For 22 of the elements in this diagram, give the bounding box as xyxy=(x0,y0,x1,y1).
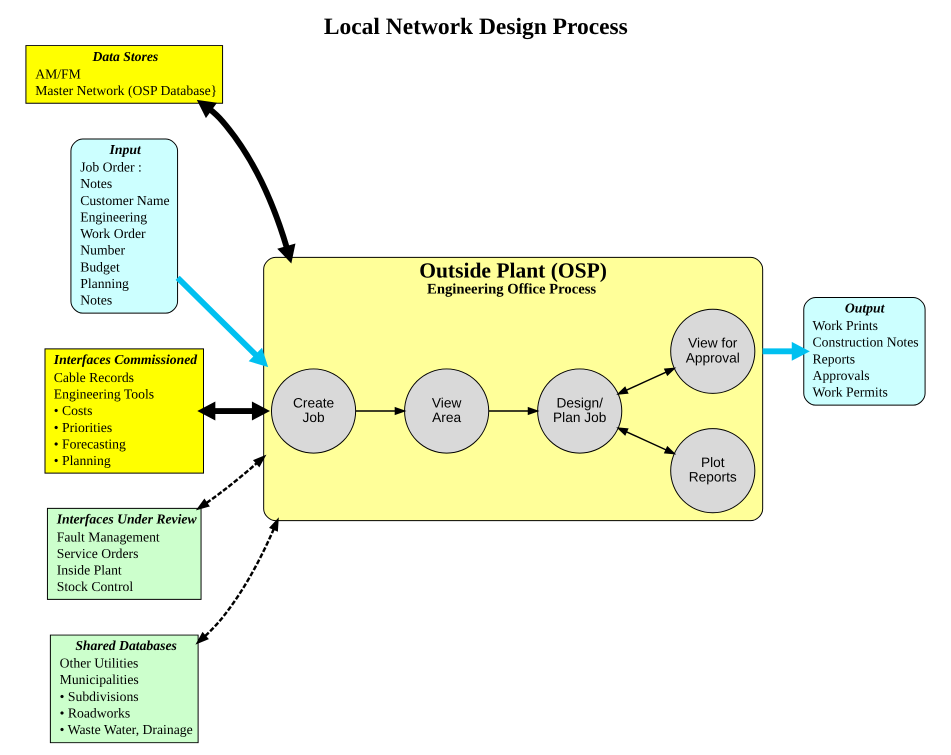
node-circle: View for Approval xyxy=(670,308,756,394)
arrow xyxy=(197,402,270,420)
node-circle: Design/ Plan Job xyxy=(537,368,622,454)
arrow xyxy=(762,342,810,361)
arrow xyxy=(176,276,268,368)
arrow xyxy=(488,406,540,416)
node-circle: Plot Reports xyxy=(670,428,756,514)
node-box: Input Job Order : Notes Customer Name Engineering Work Order Number Budget Planning Notes xyxy=(70,138,178,314)
node-box: Interfaces Commissioned Cable Records Engineering Tools • Costs • Priorities • Forecasting • Planning xyxy=(44,348,204,474)
node-circle: View Area xyxy=(404,368,490,454)
node-box: Data Stores AM/FM Master Network (OSP Database} xyxy=(25,45,224,104)
node-box: Shared Databases Other Utilities Municipalities • Subdivisions • Roadworks • Waste Water, Drainage xyxy=(50,634,199,744)
arrow xyxy=(356,406,406,416)
node-circle: Create Job xyxy=(271,368,356,454)
arrow xyxy=(196,454,266,510)
arrow xyxy=(616,427,676,455)
arrow xyxy=(196,100,296,264)
diagram-title: Local Network Design Process xyxy=(324,14,628,40)
arrow xyxy=(616,368,676,395)
node-box: Interfaces Under Review Fault Management Service Orders Inside Plant Stock Control xyxy=(46,508,202,600)
arrow xyxy=(195,517,279,645)
node-box: Output Work Prints Construction Notes Reports Approvals Work Permits xyxy=(803,297,926,406)
